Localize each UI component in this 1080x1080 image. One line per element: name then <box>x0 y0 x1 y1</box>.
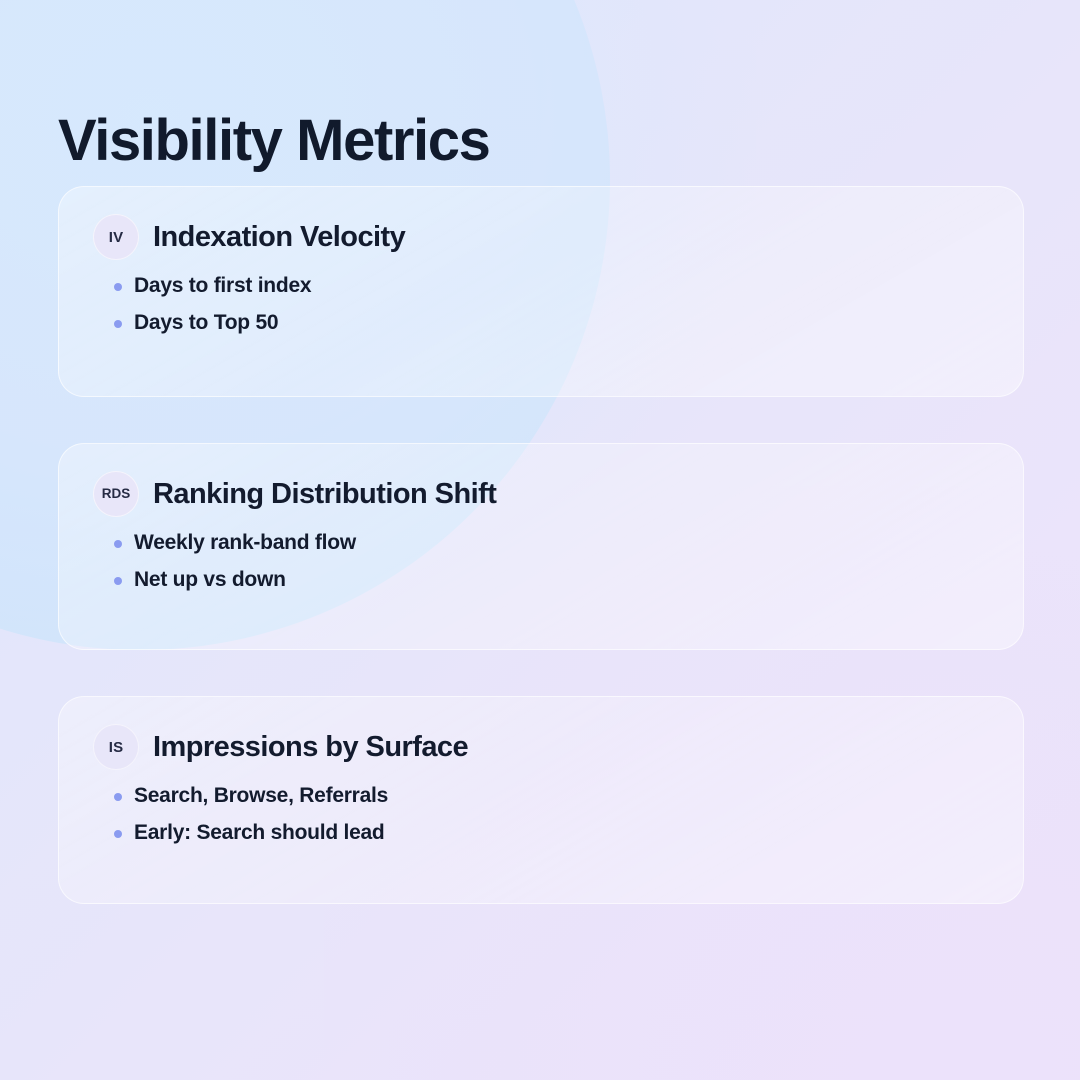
card-header: IS Impressions by Surface <box>93 723 989 771</box>
bullet-label: Days to Top 50 <box>134 311 279 334</box>
metric-card-list: IV Indexation Velocity Days to first ind… <box>58 186 1024 904</box>
bullet-dot-icon <box>114 320 122 328</box>
card-title: Ranking Distribution Shift <box>153 477 497 510</box>
page-title: Visibility Metrics <box>58 107 491 173</box>
card-bullet-list: Search, Browse, Referrals Early: Search … <box>93 784 989 845</box>
bullet-label: Weekly rank-band flow <box>134 531 356 554</box>
bullet-dot-icon <box>114 540 122 548</box>
list-item: Days to Top 50 <box>93 311 989 335</box>
list-item: Search, Browse, Referrals <box>93 784 989 808</box>
card-header: RDS Ranking Distribution Shift <box>93 470 989 518</box>
bullet-dot-icon <box>114 283 122 291</box>
list-item: Days to first index <box>93 274 989 298</box>
card-badge-icon: RDS <box>93 471 139 517</box>
card-title: Indexation Velocity <box>153 220 406 253</box>
list-item: Early: Search should lead <box>93 821 989 845</box>
card-badge-icon: IV <box>93 214 139 260</box>
list-item: Net up vs down <box>93 568 989 592</box>
card-badge-icon: IS <box>93 724 139 770</box>
card-title: Impressions by Surface <box>153 730 469 763</box>
bullet-label: Search, Browse, Referrals <box>134 784 389 807</box>
bullet-label: Early: Search should lead <box>134 821 385 844</box>
card-bullet-list: Days to first index Days to Top 50 <box>93 274 989 335</box>
bullet-dot-icon <box>114 830 122 838</box>
bullet-label: Net up vs down <box>134 568 286 591</box>
list-item: Weekly rank-band flow <box>93 531 989 555</box>
card-bullet-list: Weekly rank-band flow Net up vs down <box>93 531 989 592</box>
metric-card[interactable]: RDS Ranking Distribution Shift Weekly ra… <box>58 443 1024 650</box>
card-header: IV Indexation Velocity <box>93 213 989 261</box>
bullet-dot-icon <box>114 793 122 801</box>
bullet-label: Days to first index <box>134 274 312 297</box>
metric-card[interactable]: IS Impressions by Surface Search, Browse… <box>58 696 1024 904</box>
metric-card[interactable]: IV Indexation Velocity Days to first ind… <box>58 186 1024 397</box>
bullet-dot-icon <box>114 577 122 585</box>
